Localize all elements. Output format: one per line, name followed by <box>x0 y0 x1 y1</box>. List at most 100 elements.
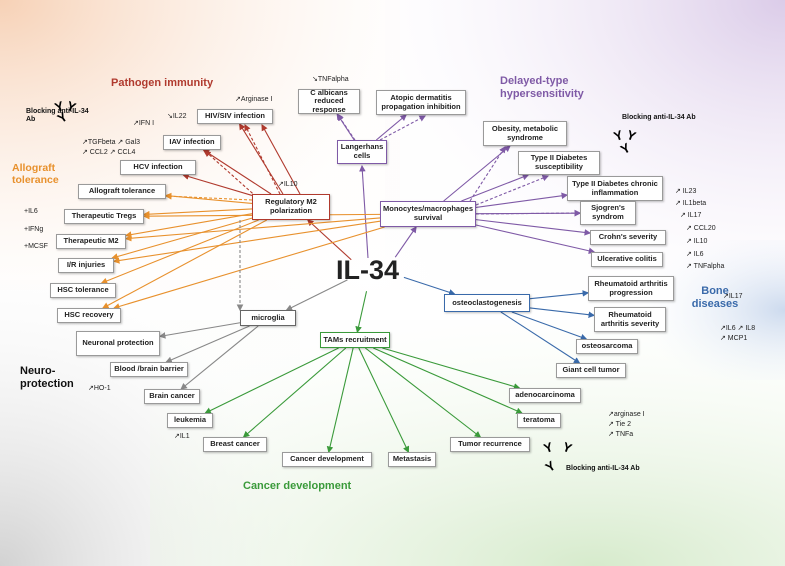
node-hcv-infection: HCV infection <box>120 160 196 175</box>
arrow-mono-to-sjog-b <box>475 209 582 217</box>
arrow-tams-to-adeno <box>382 347 521 390</box>
note-mcp1: ↗ MCP1 <box>720 335 748 342</box>
note-ccl20: ↗ CCL20 <box>686 225 716 232</box>
node-cancer-development: Cancer development <box>282 452 372 467</box>
hub-monocytes-survival: Monocytes/macrophages survival <box>380 201 476 227</box>
node-ulcerative-colitis: Ulcerative colitis <box>591 252 663 267</box>
node-tumor-recurrence: Tumor recurrence <box>450 437 530 452</box>
arrow-il34-to-microglia <box>285 279 348 311</box>
arrow-lang-to-atop-b <box>379 115 426 141</box>
node-therapeutic-m2: Therapeutic M2 <box>56 234 126 249</box>
node-hiv-siv-infection: HIV/SIV infection <box>197 109 273 124</box>
hub-regulatory-m2: Regulatory M2 polarization <box>252 194 330 220</box>
il34-center-label: IL-34 <box>336 255 400 285</box>
section-cancer-development: Cancer development <box>243 480 352 492</box>
note-arginase: ↗Arginase I <box>235 96 273 103</box>
node-breast-cancer: Breast cancer <box>203 437 267 452</box>
section-allograft-tolerance: Allograft tolerance <box>12 162 59 187</box>
node-t2d-susceptibility: Type II Diabetes susceptibility <box>518 151 600 175</box>
arrow-mono-to-m2t <box>124 217 381 242</box>
arrow-il34-to-tams <box>355 291 368 334</box>
note-il1beta: ↗ IL1beta <box>675 200 707 207</box>
arrow-m2-to-m2t <box>124 213 253 238</box>
arrow-m2-to-hcv <box>182 173 253 196</box>
arrow-osteo-to-gct <box>500 311 581 364</box>
arrow-il34-to-lang <box>359 164 369 259</box>
arrow-microglia-to-brain <box>180 325 259 390</box>
node-ir-injuries: I/R injuries <box>58 258 114 273</box>
node-allograft-tolerance: Allograft tolerance <box>78 184 166 199</box>
node-giant-cell-tumor: Giant cell tumor <box>556 363 626 378</box>
section-neuroprotection: Neuro-protection <box>20 365 74 390</box>
arrow-m2-to-iri <box>111 217 253 260</box>
section-bone-diseases: Bone diseases <box>691 285 739 310</box>
arrow-m2-to-hiv <box>239 123 284 195</box>
antibody-label-left: Blocking anti-IL-34 Ab <box>26 108 89 124</box>
node-blood-brain-barrier: Blood /brain barrier <box>110 362 188 377</box>
node-sjogren: Sjogren's syndrom <box>580 201 636 225</box>
note-il17-bone: ↗IL17 <box>723 293 743 300</box>
arrow-mono-to-obes-b <box>469 146 506 202</box>
node-brain-cancer: Brain cancer <box>144 389 200 404</box>
arrow-mono-to-hscr <box>112 226 385 310</box>
note-il10-b: ↗ IL10 <box>686 238 708 245</box>
note-tie2: ↗ Tie 2 <box>608 421 631 428</box>
note-il6-il8: ↗IL6 ↗ IL8 <box>720 325 756 332</box>
arrow-lang-to-calb-b <box>337 114 356 141</box>
arrow-microglia-to-neur <box>158 322 241 339</box>
note-tnfa: ↗ TNFa <box>608 431 634 438</box>
node-neuronal-protection: Neuronal protection <box>76 331 160 356</box>
note-plus-il6: +IL6 <box>24 208 38 215</box>
arrow-mono-to-t2s-b <box>475 174 550 206</box>
antibody-label-right: Blocking anti-IL-34 Ab <box>622 114 696 121</box>
hub-tams-recruitment: TAMs recruitment <box>320 332 390 348</box>
arrow-osteo-to-osarc <box>511 311 588 341</box>
arrow-il34-to-m2 <box>306 219 352 261</box>
node-hsc-recovery: HSC recovery <box>57 308 121 323</box>
arrow-osteo-to-ra1 <box>529 290 590 300</box>
node-metastasis: Metastasis <box>388 452 436 467</box>
arrow-tams-to-breast <box>242 347 347 438</box>
hub-langerhans-cells: Langerhans cells <box>337 140 387 164</box>
node-iav-infection: IAV infection <box>163 135 221 150</box>
arrow-mono-to-uc <box>475 224 596 254</box>
note-arginase-i: ↗arginase I <box>608 411 645 418</box>
arrow-m2-to-hscr <box>101 219 268 309</box>
node-leukemia: leukemia <box>167 413 213 428</box>
arrow-m2-to-iav-b <box>204 150 261 201</box>
note-il17: ↗ IL17 <box>680 212 702 219</box>
arrow-mono-to-obes <box>443 145 511 202</box>
node-obesity: Obesity, metabolic syndrome <box>483 121 567 146</box>
arrow-microglia-to-bbb <box>165 325 250 363</box>
note-tnfalpha-up: ↗ TNFalpha <box>686 263 725 270</box>
hub-osteoclastogenesis: osteoclastogenesis <box>444 294 530 312</box>
arrow-tams-to-meta <box>358 347 410 453</box>
node-atopic-dermatitis: Atopic dermatitis propagation inhibition <box>376 90 466 115</box>
arrow-m2-to-hiv-b <box>261 124 301 195</box>
section-delayed-hypersensitivity: Delayed-type hypersensitivity <box>500 75 584 100</box>
arrow-osteo-to-ra2 <box>529 307 596 318</box>
note-plus-ifng: +IFNg <box>24 226 44 233</box>
arrow-m2-to-allo-b <box>164 192 253 201</box>
arrow-mono-to-crohn <box>475 219 592 236</box>
section-pathogen-immunity: Pathogen immunity <box>111 77 214 89</box>
arrow-tams-to-tera <box>373 347 523 414</box>
arrow-tams-to-leuk <box>204 347 339 414</box>
note-tnfalpha-down: ↘TNFalpha <box>312 76 349 83</box>
note-il1: ↗IL1 <box>174 433 190 440</box>
node-hsc-tolerance: HSC tolerance <box>50 283 116 298</box>
node-crohn: Crohn's severity <box>590 230 666 245</box>
arrow-tams-to-cdev <box>326 347 354 454</box>
node-teratoma: teratoma <box>517 413 561 428</box>
node-c-albicans: C albicans reduced response <box>298 88 360 114</box>
note-il10: ↗IL10 <box>278 181 298 188</box>
note-il6-b: ↗ IL6 <box>686 251 704 258</box>
note-ho1: ↗HO-1 <box>88 385 111 392</box>
hub-microglia: microglia <box>240 310 296 326</box>
arrow-mono-to-iri <box>112 220 381 264</box>
node-ra-severity: Rheumatoid arthritis severity <box>594 307 666 332</box>
note-plus-mcsf: +MCSF <box>24 243 48 250</box>
arrow-mono-to-t2c <box>475 192 569 208</box>
arrow-m2-to-iav <box>202 149 272 195</box>
